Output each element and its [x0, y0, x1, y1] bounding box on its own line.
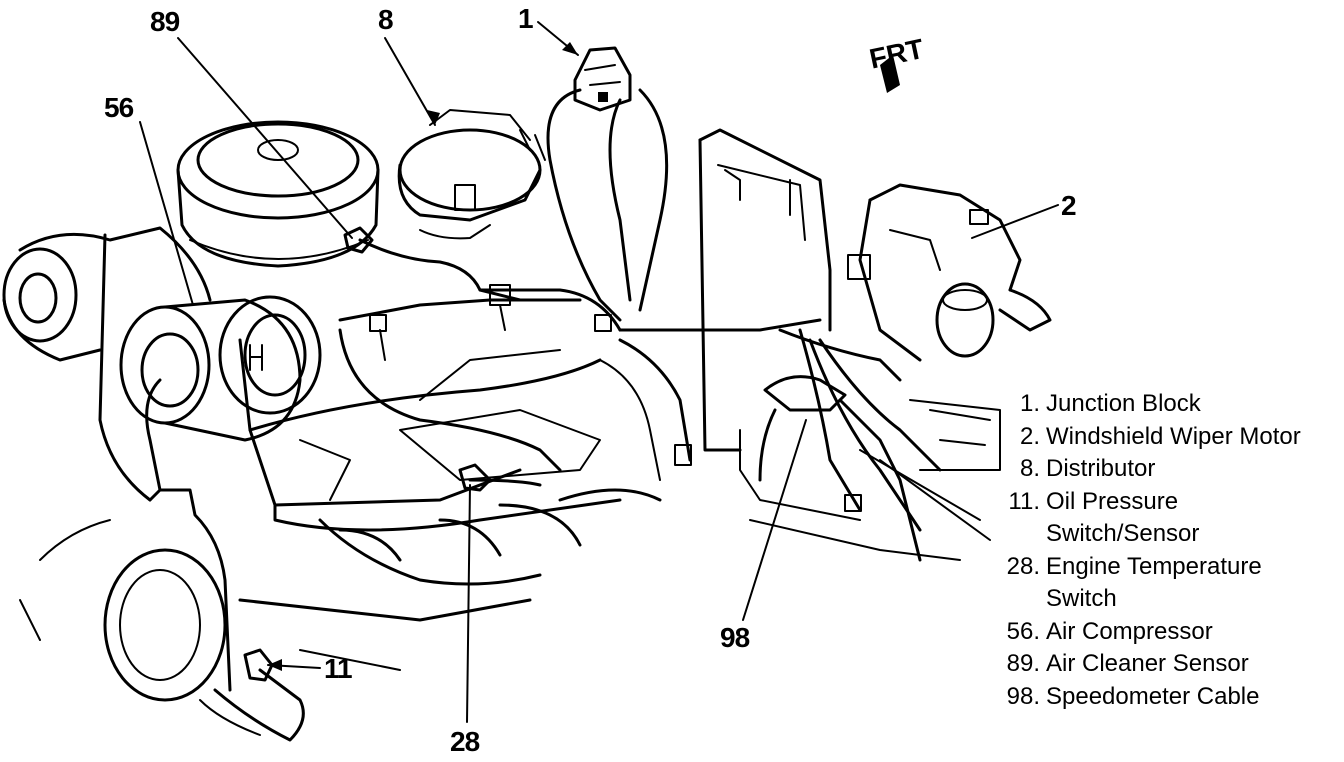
- callout-98: 98: [720, 622, 750, 653]
- pump-housing: [103, 488, 305, 742]
- legend-number: 1.: [1019, 390, 1040, 417]
- callout-28: 28: [450, 726, 480, 757]
- callout-2: 2: [1061, 190, 1077, 221]
- callout-8: 8: [378, 4, 394, 35]
- callout-89: 89: [150, 6, 180, 37]
- legend: 1.Junction Block 2.Windshield Wiper Moto…: [996, 388, 1344, 713]
- front-arrow-icon: [880, 55, 900, 93]
- legend-number: [996, 518, 1046, 551]
- oil-pressure-switch: [243, 648, 274, 682]
- air-cleaner: [176, 120, 380, 268]
- legend-text: Air Cleaner Sensor: [1046, 650, 1249, 677]
- legend-item: 28.Engine Temperature: [996, 551, 1344, 584]
- legend-item: 56.Air Compressor: [996, 616, 1344, 649]
- legend-number: 8.: [1019, 455, 1040, 482]
- legend-number: 89.: [1006, 650, 1040, 677]
- legend-item: 8.Distributor: [996, 453, 1344, 486]
- air-compressor: [119, 295, 322, 492]
- speedometer-cable: [758, 375, 847, 482]
- legend-item: Switch: [996, 583, 1344, 616]
- air-cleaner-sensor: [343, 226, 374, 254]
- leader-lines: [139, 21, 1059, 723]
- engine-block: [2, 226, 662, 671]
- callout-1: 1: [518, 3, 534, 34]
- legend-item: 11.Oil Pressure: [996, 486, 1344, 519]
- legend-text: Speedometer Cable: [1046, 682, 1260, 710]
- junction-block: [573, 46, 632, 112]
- callout-11: 11: [324, 653, 353, 684]
- legend-number: [996, 583, 1046, 616]
- engine-temperature-switch: [458, 463, 492, 492]
- legend-text: Windshield Wiper Motor: [1046, 422, 1301, 450]
- legend-text: Switch/Sensor: [1046, 520, 1200, 547]
- legend-item: 2.Windshield Wiper Motor: [996, 421, 1344, 454]
- legend-number: 56.: [1006, 617, 1040, 645]
- legend-number: 28.: [1006, 552, 1040, 580]
- legend-text: Engine Temperature: [1046, 552, 1262, 580]
- legend-item: Switch/Sensor: [996, 518, 1344, 551]
- legend-item: 89.Air Cleaner Sensor: [996, 648, 1344, 681]
- wiper-motor: [847, 183, 1052, 362]
- legend-text: Junction Block: [1046, 390, 1201, 417]
- legend-text: Distributor: [1046, 455, 1156, 482]
- distributor: [397, 109, 546, 240]
- legend-item: 98.Speedometer Cable: [996, 681, 1344, 714]
- wiring-harness: [338, 88, 991, 562]
- legend-text: Oil Pressure: [1046, 487, 1179, 515]
- legend-text: Switch: [1046, 585, 1117, 612]
- legend-item: 1.Junction Block: [996, 388, 1344, 421]
- firewall: [698, 128, 1001, 561]
- legend-number: 98.: [1006, 682, 1040, 710]
- callout-56: 56: [104, 92, 134, 123]
- legend-number: 2.: [1019, 422, 1040, 450]
- legend-text: Air Compressor: [1046, 617, 1213, 645]
- legend-number: 11.: [1008, 487, 1040, 515]
